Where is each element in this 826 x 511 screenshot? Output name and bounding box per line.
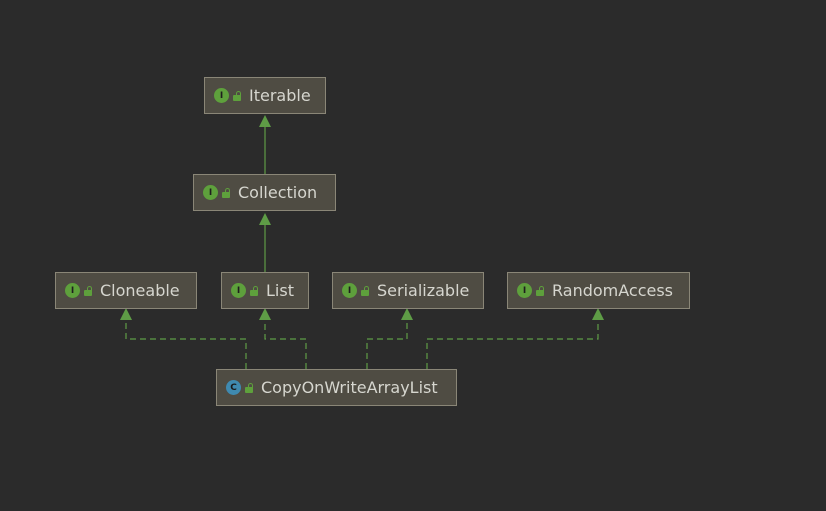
lock-icon: [84, 285, 92, 296]
node-label: Cloneable: [100, 281, 180, 300]
node-randomaccess[interactable]: I RandomAccess: [507, 272, 690, 309]
node-label: Collection: [238, 183, 318, 202]
interface-icon: I: [517, 283, 532, 298]
node-label: Iterable: [249, 86, 311, 105]
lock-icon: [536, 285, 544, 296]
interface-icon: I: [342, 283, 357, 298]
node-copyonwritearraylist[interactable]: C CopyOnWriteArrayList: [216, 369, 457, 406]
interface-icon: I: [65, 283, 80, 298]
lock-icon: [222, 187, 230, 198]
edge-copyonwrite-cloneable: [120, 308, 247, 369]
lock-icon: [233, 90, 241, 101]
node-label: List: [266, 281, 294, 300]
node-cloneable[interactable]: I Cloneable: [55, 272, 197, 309]
edge-copyonwrite-list: [259, 308, 307, 369]
lock-icon: [361, 285, 369, 296]
node-serializable[interactable]: I Serializable: [332, 272, 484, 309]
node-list[interactable]: I List: [221, 272, 309, 309]
node-iterable[interactable]: I Iterable: [204, 77, 326, 114]
interface-icon: I: [214, 88, 229, 103]
lock-icon: [245, 382, 253, 393]
edge-copyonwrite-randomaccess: [426, 308, 604, 369]
class-icon: C: [226, 380, 241, 395]
node-label: Serializable: [377, 281, 470, 300]
edge-copyonwrite-serializable: [366, 308, 413, 369]
node-label: RandomAccess: [552, 281, 674, 300]
node-collection[interactable]: I Collection: [193, 174, 336, 211]
interface-icon: I: [231, 283, 246, 298]
interface-icon: I: [203, 185, 218, 200]
lock-icon: [250, 285, 258, 296]
node-label: CopyOnWriteArrayList: [261, 378, 438, 397]
